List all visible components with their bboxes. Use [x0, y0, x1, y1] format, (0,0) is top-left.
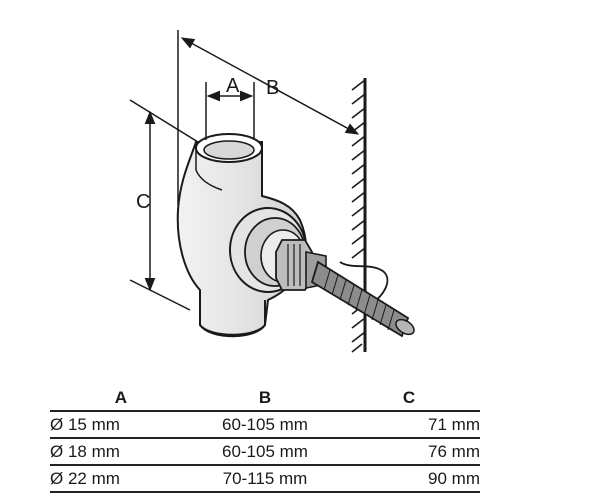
table-cell-a: Ø 22 mm — [50, 469, 120, 488]
table-cell-b: 70-115 mm — [222, 469, 308, 488]
dimension-table: A B C Ø 15 mm 60-105 mm 71 mm Ø 18 mm 60… — [50, 382, 480, 493]
table-row: Ø 15 mm 60-105 mm 71 mm — [50, 411, 480, 438]
dimension-label-c: C — [136, 191, 150, 213]
table-header-a: A — [114, 388, 128, 407]
dimension-lines — [129, 30, 360, 311]
dimension-label-a: A — [226, 75, 240, 97]
table-cell-c: 76 mm — [428, 442, 480, 461]
table-header-row: A B C — [50, 382, 480, 411]
table-cell-b: 60-105 mm — [221, 415, 308, 434]
table-cell-c: 90 mm — [428, 469, 480, 488]
table-row: Ø 18 mm 60-105 mm 76 mm — [50, 438, 480, 465]
table-header-c: C — [402, 388, 416, 407]
table-row: Ø 22 mm 70-115 mm 90 mm — [50, 465, 480, 492]
table-cell-a: Ø 15 mm — [50, 415, 120, 434]
dimension-label-b: B — [266, 77, 279, 99]
threaded-spindle — [310, 260, 415, 338]
table-header-b: B — [258, 388, 272, 407]
table-cell-a: Ø 18 mm — [50, 442, 120, 461]
table-cell-b: 60-105 mm — [221, 442, 308, 461]
valve-technical-drawing: A B C — [129, 30, 415, 353]
table-cell-c: 71 mm — [428, 415, 480, 434]
